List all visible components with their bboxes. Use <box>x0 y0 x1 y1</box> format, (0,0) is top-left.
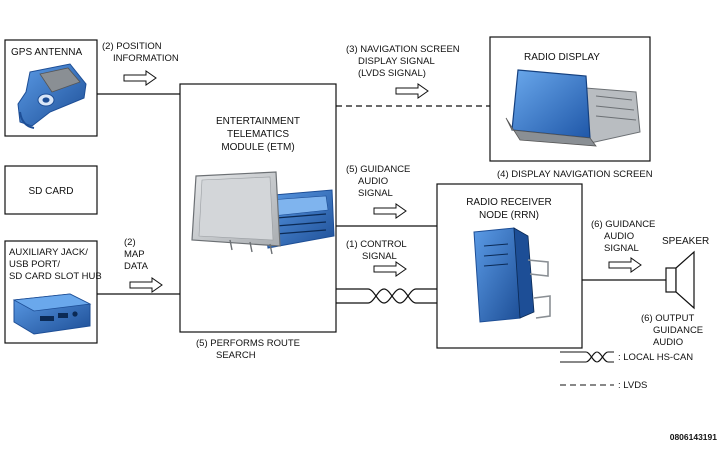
arrow-position-info <box>123 70 157 86</box>
guidance-audio-5-line-1: (5) GUIDANCE <box>346 164 410 175</box>
legend-hs-can-swatch <box>560 351 614 363</box>
arrow-nav-screen-signal <box>395 83 429 99</box>
speaker-icon <box>665 250 695 310</box>
radio-display-box: RADIO DISPLAY <box>489 36 651 162</box>
position-info-line-1: (2) POSITION <box>102 41 162 52</box>
radio-display-title: RADIO DISPLAY <box>524 52 600 63</box>
map-data-line-2: MAP <box>124 249 145 260</box>
rrn-line-1: RADIO RECEIVER <box>466 197 552 208</box>
gps-antenna-icon <box>17 63 87 129</box>
arrow-map-data <box>129 277 163 293</box>
aux-hub-icon <box>12 293 92 335</box>
output-audio-line-1: (6) OUTPUT <box>641 313 695 324</box>
display-nav-screen-label: (4) DISPLAY NAVIGATION SCREEN <box>497 169 653 180</box>
nav-screen-signal-line-2: DISPLAY SIGNAL <box>358 56 435 67</box>
guidance-audio-5-line-3: SIGNAL <box>358 188 393 199</box>
legend-lvds-label: : LVDS <box>618 380 647 391</box>
arrow-guidance-audio-etm <box>373 203 407 219</box>
guidance-audio-6-line-2: AUDIO <box>604 231 634 242</box>
map-data-line-3: DATA <box>124 261 149 272</box>
output-audio-line-2: GUIDANCE <box>653 325 703 336</box>
etm-line-1: ENTERTAINMENT <box>216 116 300 127</box>
legend-hs-can-label: : LOCAL HS-CAN <box>618 352 693 363</box>
radio-display-icon <box>505 69 641 147</box>
figure-code: 0806143191 <box>670 432 718 442</box>
speaker-title: SPEAKER <box>662 236 709 247</box>
etm-rrn-hs-can-twisted-pair <box>336 288 437 304</box>
map-data-line-1: (2) <box>124 237 136 248</box>
rrn-box: RADIO RECEIVER NODE (RRN) <box>436 183 583 349</box>
rrn-line-2: NODE (RRN) <box>479 210 539 221</box>
rrn-module-icon <box>473 227 551 323</box>
guidance-audio-5-line-2: AUDIO <box>358 176 388 187</box>
guidance-audio-6-line-3: SIGNAL <box>604 243 639 254</box>
control-signal-line-2: SIGNAL <box>362 251 397 262</box>
etm-line-3: MODULE (ETM) <box>221 142 294 153</box>
sd-card-title: SD CARD <box>28 186 73 197</box>
control-signal-line-1: (1) CONTROL <box>346 239 407 250</box>
aux-hub-line-1: AUXILIARY JACK/ <box>9 247 88 258</box>
gps-antenna-title: GPS ANTENNA <box>11 47 82 58</box>
nav-screen-signal-line-3: (LVDS SIGNAL) <box>358 68 426 79</box>
aux-hub-box: AUXILIARY JACK/ USB PORT/ SD CARD SLOT H… <box>4 240 102 344</box>
etm-module-icon <box>191 171 335 255</box>
aux-hub-line-3: SD CARD SLOT HUB <box>9 271 102 282</box>
nav-screen-signal-line-1: (3) NAVIGATION SCREEN <box>346 44 460 55</box>
guidance-audio-6-line-1: (6) GUIDANCE <box>591 219 655 230</box>
etm-line-2: TELEMATICS <box>227 129 289 140</box>
output-audio-line-3: AUDIO <box>653 337 683 348</box>
etm-box: ENTERTAINMENT TELEMATICS MODULE (ETM) <box>179 83 337 333</box>
gps-antenna-box: GPS ANTENNA <box>4 39 98 137</box>
legend-lvds: : LVDS <box>560 380 647 391</box>
route-search-line-2: SEARCH <box>216 350 256 361</box>
legend-hs-can: : LOCAL HS-CAN <box>560 351 693 363</box>
position-info-line-2: INFORMATION <box>113 53 179 64</box>
sd-card-box: SD CARD <box>4 165 98 215</box>
arrow-control-signal <box>373 261 407 277</box>
aux-hub-line-2: USB PORT/ <box>9 259 60 270</box>
route-search-line-1: (5) PERFORMS ROUTE <box>196 338 300 349</box>
arrow-guidance-audio-rrn <box>608 257 642 273</box>
